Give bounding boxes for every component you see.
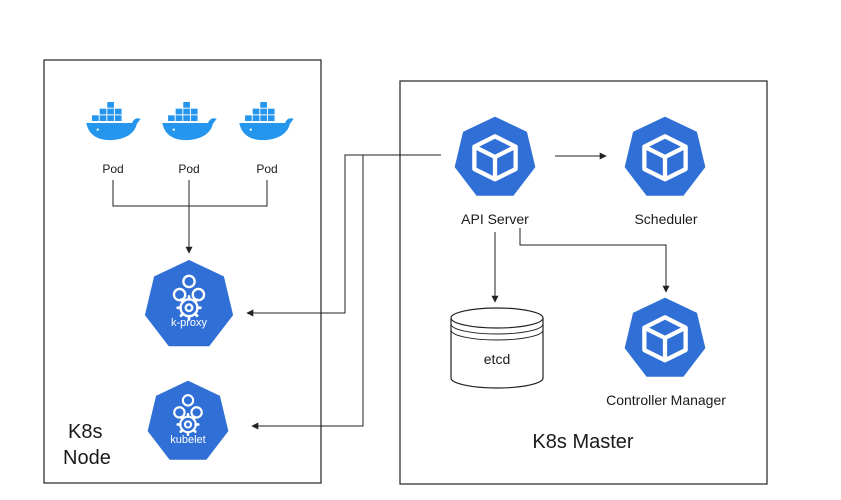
node-title: K8s [68,421,102,443]
kubelet-node: kubelet [145,378,231,462]
pod-label: Pod [256,162,277,176]
controller-manager-node: Controller Manager [606,297,726,408]
pod-label: Pod [178,162,199,176]
api-to-controller-arrow [519,228,670,293]
docker-whale-icon [162,102,217,141]
kproxy-node: k-proxy [142,257,236,349]
master-title: K8s Master [532,431,633,453]
kubernetes-cube-icon [454,116,537,197]
controller-manager-label: Controller Manager [606,392,726,408]
kubernetes-cube-icon [624,297,707,378]
node-title-line2: Node [63,447,111,469]
kproxy-label: k-proxy [171,317,208,329]
etcd-label: etcd [484,351,510,367]
kubernetes-cube-icon [624,116,707,197]
docker-whale-icon [86,102,141,141]
api-server-label: API Server [461,211,529,227]
etcd-node: etcd [450,307,544,389]
scheduler-node: Scheduler [624,116,707,227]
api-server-node: API Server [454,116,537,227]
pods-connector [112,180,268,207]
pod-label: Pod [102,162,123,176]
k8s-master-box [399,80,768,485]
database-cylinder-icon [450,307,544,389]
api-to-kproxy-arrow [246,154,441,317]
docker-whale-icon [239,102,294,141]
api-to-kubelet-arrow [251,154,441,430]
scheduler-label: Scheduler [634,211,697,227]
k8s-node-box [43,59,322,484]
kubernetes-cog-icon [145,378,231,462]
kubelet-label: kubelet [170,434,205,446]
kubernetes-cog-icon [142,257,236,349]
